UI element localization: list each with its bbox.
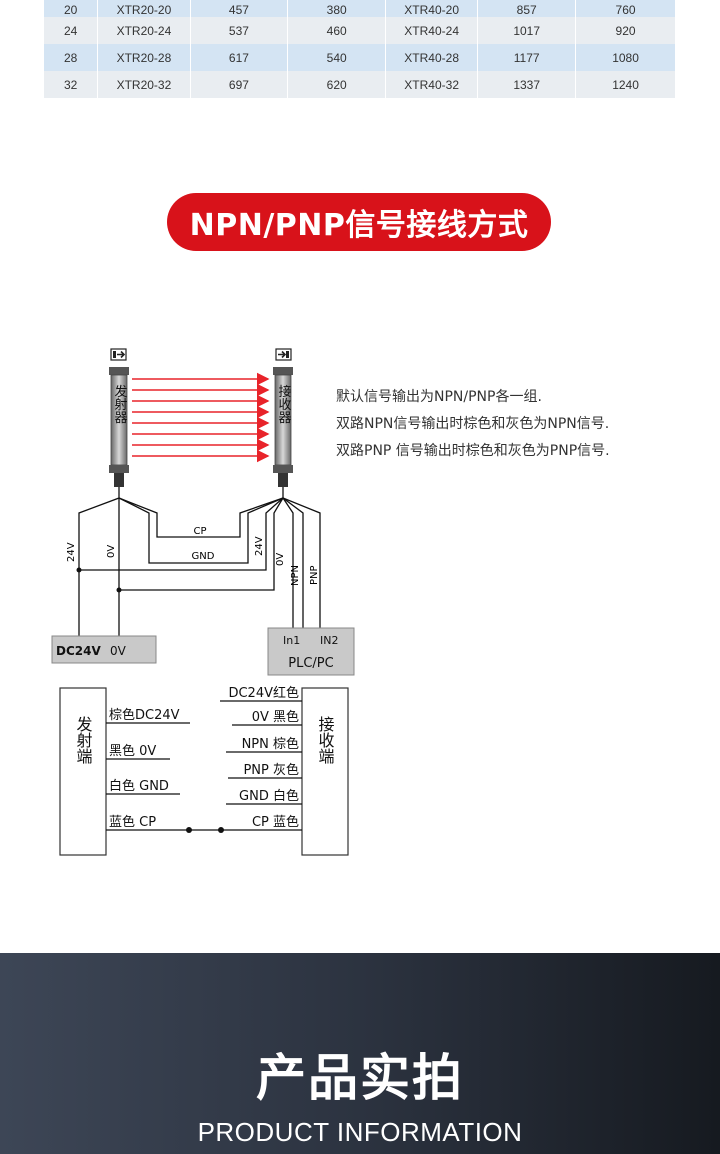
receiver-wire-label: GND 白色: [239, 788, 299, 804]
wiring-notes: 默认信号输出为NPN/PNP各一组. 双路NPN信号输出时棕色和灰色为NPN信号…: [336, 384, 610, 465]
receiver-label: 接收器: [276, 384, 292, 425]
table-cell: XTR40-28: [385, 44, 479, 71]
receiver-wire-label: DC24V红色: [228, 685, 299, 701]
receiver-wire-label: CP 蓝色: [252, 814, 299, 830]
footer-subtitle: PRODUCT INFORMATION: [197, 1117, 523, 1147]
wire-label-0v-right: 0V: [275, 553, 286, 566]
wire-label-24v-left: 24V: [66, 542, 77, 562]
receiver-bar: 接收器: [273, 367, 293, 487]
wire-label-gnd: GND: [192, 551, 215, 562]
table-cell: 697: [190, 71, 289, 98]
section-title: NPN/PNP信号接线方式: [167, 193, 551, 251]
receiver-terminal-block: 接收端: [301, 687, 349, 856]
emitter-bar: 发射器: [109, 367, 129, 487]
emitter-symbol-icon: [110, 348, 127, 361]
wire-label-cp: CP: [193, 526, 206, 537]
wiring-diagram: 发射器 接收器 CP GND 24V: [51, 348, 355, 856]
table-cell: 28: [44, 44, 99, 71]
emitter-wires: [78, 487, 284, 636]
table-cell: XTR20-20: [97, 0, 191, 17]
table-cell: XTR40-20: [385, 0, 479, 17]
power-supply-box: DC24V 0V: [51, 635, 157, 664]
light-beams: [132, 372, 270, 463]
wire-label-0v-left: 0V: [106, 545, 117, 558]
table-cell: 380: [287, 0, 387, 17]
table-cell: 460: [287, 17, 387, 44]
table-cell: 620: [287, 71, 387, 98]
wire-label-pnp: PNP: [309, 565, 320, 585]
receiver-end-label: 接收端: [316, 716, 335, 764]
receiver-symbol-icon: [275, 348, 292, 361]
table-cell: 920: [575, 17, 676, 44]
table-cell: 540: [287, 44, 387, 71]
note-line: 默认信号输出为NPN/PNP各一组.: [336, 389, 542, 405]
wire-label-npn: NPN: [290, 565, 301, 586]
plc-box: In1 IN2 PLC/PC: [267, 627, 355, 676]
footer-title: 产品实拍: [256, 1049, 464, 1107]
note-line: 双路NPN信号输出时棕色和灰色为NPN信号.: [336, 416, 610, 432]
power-box-label: DC24V: [56, 644, 101, 658]
receiver-wire-label: PNP 灰色: [243, 762, 299, 778]
receiver-wire-label: 0V 黑色: [252, 709, 299, 725]
plc-in2-label: IN2: [320, 634, 338, 647]
emitter-wire-label: 黑色 0V: [109, 743, 156, 759]
table-cell: 20: [44, 0, 99, 17]
plc-in1-label: In1: [283, 634, 300, 647]
table-cell: 1017: [477, 17, 577, 44]
table-cell: XTR20-28: [97, 44, 191, 71]
table-cell: 617: [190, 44, 289, 71]
table-cell: 537: [190, 17, 289, 44]
table-cell: 24: [44, 17, 99, 44]
table-cell: 1177: [477, 44, 577, 71]
emitter-wire-label: 白色 GND: [109, 778, 169, 794]
emitter-end-label: 发射端: [74, 716, 93, 764]
emitter-label: 发射器: [112, 384, 128, 425]
table-cell: 857: [477, 0, 577, 17]
wire-label-24v-right: 24V: [254, 536, 265, 556]
footer-banner: [0, 953, 720, 1154]
table-cell: 32: [44, 71, 99, 98]
table-cell: XTR20-24: [97, 17, 191, 44]
table-cell: XTR40-32: [385, 71, 479, 98]
plc-label: PLC/PC: [288, 656, 333, 671]
receiver-wire-label: NPN 棕色: [242, 736, 299, 752]
note-line: 双路PNP 信号输出时棕色和灰色为PNP信号.: [336, 443, 610, 459]
table-cell: 760: [575, 0, 676, 17]
emitter-wire-label: 棕色DC24V: [109, 707, 180, 723]
receiver-wires: [79, 487, 321, 628]
emitter-wire-label: 蓝色 CP: [109, 814, 156, 830]
table-cell: 1080: [575, 44, 676, 71]
table-cell: 1337: [477, 71, 577, 98]
power-box-0v: 0V: [110, 644, 127, 658]
emitter-terminal-block: 发射端: [59, 687, 107, 856]
table-cell: XTR40-24: [385, 17, 479, 44]
table-cell: 1240: [575, 71, 676, 98]
table-cell: XTR20-32: [97, 71, 191, 98]
table-cell: 457: [190, 0, 289, 17]
